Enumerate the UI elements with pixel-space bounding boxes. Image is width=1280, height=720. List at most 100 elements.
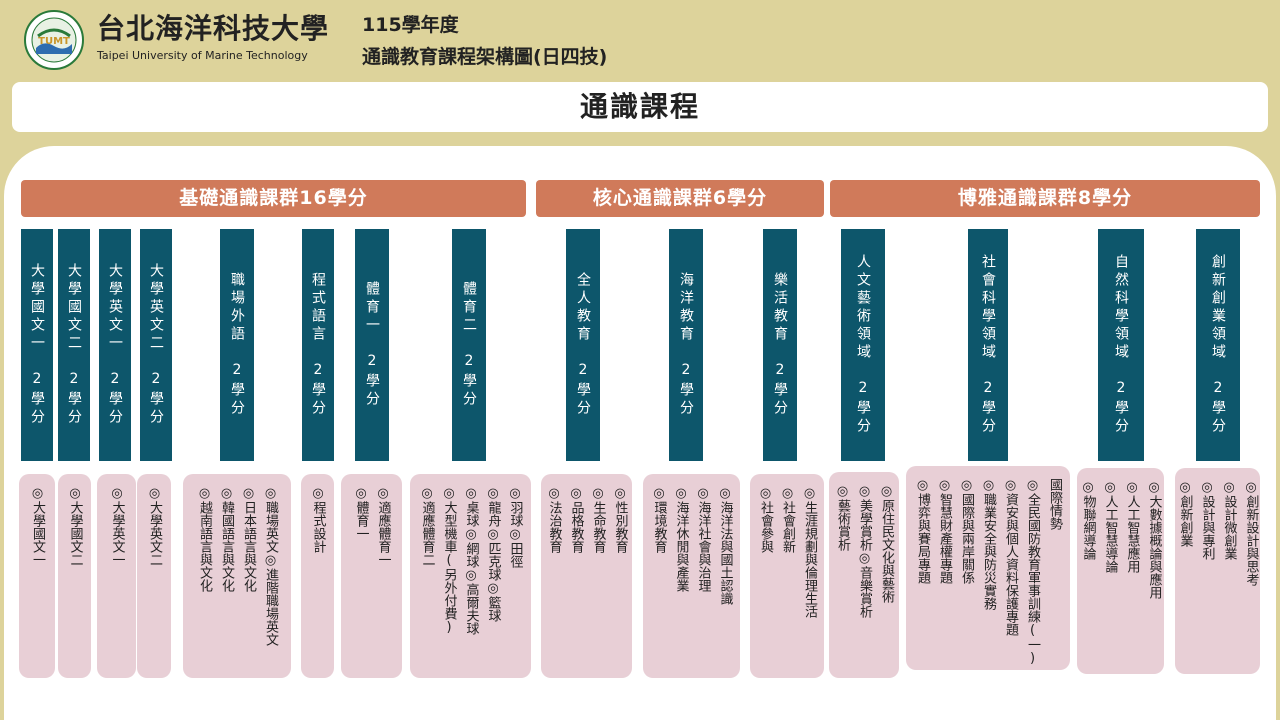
group-core: 核心通識課群6學分 bbox=[536, 180, 824, 217]
subject-item: ◎韓國語言與文化 bbox=[219, 486, 234, 592]
course-header: 創新創業領域 2學分 bbox=[1196, 229, 1240, 461]
subject-item: ◎設計微創業 bbox=[1221, 480, 1237, 560]
course-name: 體育一 2學分 bbox=[364, 281, 380, 409]
subject-list: ◎大學英文二 bbox=[137, 474, 171, 678]
subject-item: ◎大數據概論與應用 bbox=[1146, 480, 1162, 599]
subject-item: ◎桌球◎網球◎高爾夫球 bbox=[463, 486, 479, 635]
subject-item: ◎美學賞析◎音樂賞析 bbox=[857, 484, 872, 618]
subject-list: ◎大學國文一 bbox=[19, 474, 55, 678]
subject-list: ◎創新設計與思考 ◎設計微創業 ◎設計與專利 ◎創新創業 bbox=[1175, 468, 1260, 674]
course-header: 大學英文二 2學分 bbox=[140, 229, 172, 461]
subject-item: ◎適應體育一 bbox=[375, 486, 391, 566]
academic-year: 115學年度 bbox=[362, 14, 459, 36]
course-name: 創新創業領域 2學分 bbox=[1210, 254, 1226, 436]
subject-item: ◎體育一 bbox=[353, 486, 369, 540]
course-header: 大學英文一 2學分 bbox=[99, 229, 131, 461]
subject-list: ◎海洋法與國土認識 ◎海洋社會與治理 ◎海洋休閒與產業 ◎環境教育 bbox=[643, 474, 740, 678]
course-name: 大學英文一 2學分 bbox=[107, 263, 123, 427]
subject-item: ◎資安與個人資料保護專題 bbox=[1003, 478, 1018, 636]
subject-list: ◎適應體育一 ◎體育一 bbox=[341, 474, 402, 678]
subject-list: ◎大學國文二 bbox=[58, 474, 91, 678]
subject-item: ◎生命教育 bbox=[590, 486, 606, 553]
course-header: 體育一 2學分 bbox=[355, 229, 389, 461]
subject-item: ◎社會創新 bbox=[780, 486, 795, 553]
page-subtitle: 通識教育課程架構圖(日四技) bbox=[362, 46, 608, 68]
subject-item: ◎藝術賞析 bbox=[835, 484, 850, 551]
subject-item: ◎程式設計 bbox=[310, 486, 326, 553]
subject-item: ◎日本語言與文化 bbox=[241, 486, 256, 592]
subject-item: ◎大學國文一 bbox=[30, 486, 45, 566]
course-header: 社會科學領域 2學分 bbox=[968, 229, 1008, 461]
subject-list: ◎程式設計 bbox=[301, 474, 334, 678]
course-header: 海洋教育 2學分 bbox=[669, 229, 703, 461]
page-title: 通識課程 bbox=[12, 82, 1268, 132]
group-basic: 基礎通識課群16學分 bbox=[21, 180, 526, 217]
subject-item: ◎大學國文二 bbox=[67, 486, 83, 566]
subject-item: ◎原住民文化與藝術 bbox=[879, 484, 894, 603]
subject-item: ◎越南語言與文化 bbox=[197, 486, 212, 592]
course-header: 職場外語 2學分 bbox=[220, 229, 254, 461]
logo-text: TUMT bbox=[38, 36, 70, 47]
university-logo-icon: TUMT bbox=[24, 10, 84, 70]
subject-item: ◎環境教育 bbox=[651, 486, 667, 553]
course-name: 人文藝術領域 2學分 bbox=[855, 254, 871, 436]
subject-list: ◎職場英文◎進階職場英文 ◎日本語言與文化 ◎韓國語言與文化 ◎越南語言與文化 bbox=[183, 474, 291, 678]
course-header: 程式語言 2學分 bbox=[302, 229, 334, 461]
course-name: 社會科學領域 2學分 bbox=[980, 254, 996, 436]
subject-item: ◎品格教育 bbox=[568, 486, 584, 553]
subject-list: ◎原住民文化與藝術 ◎美學賞析◎音樂賞析 ◎藝術賞析 bbox=[829, 472, 899, 678]
subject-item: ◎羽球◎田徑 bbox=[507, 486, 523, 568]
subject-item: ◎人工智慧導論 bbox=[1102, 480, 1118, 573]
subject-item: ◎職場英文◎進階職場英文 bbox=[263, 486, 278, 646]
course-name: 大學國文二 2學分 bbox=[66, 263, 82, 427]
subject-list: ◎性別教育 ◎生命教育 ◎品格教育 ◎法治教育 bbox=[541, 474, 632, 678]
subject-item: ◎人工智慧應用 bbox=[1124, 480, 1140, 573]
subject-item: ◎生涯規劃與倫理生活 bbox=[802, 486, 817, 618]
subject-list: ◎大數據概論與應用 ◎人工智慧應用 ◎人工智慧導論 ◎物聯網導論 bbox=[1077, 468, 1164, 674]
subject-item: ◎社會參與 bbox=[758, 486, 773, 553]
subject-item: ◎海洋法與國土認識 bbox=[717, 486, 733, 605]
subject-item: ◎職業安全與防災實務 bbox=[981, 478, 996, 610]
course-header: 樂活教育 2學分 bbox=[763, 229, 797, 461]
subject-item: ◎物聯網導論 bbox=[1080, 480, 1096, 560]
course-header: 大學國文二 2學分 bbox=[58, 229, 90, 461]
subject-item: ◎海洋休閒與產業 bbox=[673, 486, 689, 592]
course-name: 自然科學領域 2學分 bbox=[1113, 254, 1129, 436]
course-name: 體育二 2學分 bbox=[461, 281, 477, 409]
subject-item: ◎大學英文一 bbox=[109, 486, 125, 566]
course-header: 大學國文一 2學分 bbox=[21, 229, 53, 461]
subject-list: ◎生涯規劃與倫理生活 ◎社會創新 ◎社會參與 bbox=[750, 474, 824, 678]
university-name: 台北海洋科技大學 bbox=[97, 12, 330, 45]
subject-item: ◎海洋社會與治理 bbox=[695, 486, 711, 592]
course-name: 程式語言 2學分 bbox=[310, 272, 326, 418]
subject-item: ◎大學英文二 bbox=[147, 486, 162, 566]
subject-list: ◎大學英文一 bbox=[97, 474, 136, 678]
course-header: 自然科學領域 2學分 bbox=[1098, 229, 1144, 461]
university-name-en: Taipei University of Marine Technology bbox=[97, 49, 308, 62]
subject-item: ◎大型機車(另外付費) bbox=[441, 486, 457, 635]
subject-item: ◎龍舟◎匹克球◎籃球 bbox=[485, 486, 501, 622]
subject-item: ◎全民國防教育軍事訓練(一) bbox=[1025, 478, 1040, 666]
subject-item: ◎創新創業 bbox=[1177, 480, 1193, 547]
course-name: 職場外語 2學分 bbox=[229, 272, 245, 418]
course-name: 海洋教育 2學分 bbox=[678, 272, 694, 418]
subject-item: ◎智慧財產權專題 bbox=[937, 478, 952, 584]
subject-item: ◎法治教育 bbox=[546, 486, 562, 553]
subject-item: 國際情勢 bbox=[1047, 478, 1062, 530]
course-name: 全人教育 2學分 bbox=[575, 272, 591, 418]
subject-item: ◎性別教育 bbox=[612, 486, 628, 553]
group-liberal-arts: 博雅通識課群8學分 bbox=[830, 180, 1260, 217]
subject-item: ◎博弈與賽局專題 bbox=[915, 478, 930, 584]
header: TUMT 台北海洋科技大學 Taipei University of Marin… bbox=[0, 0, 1280, 80]
course-header: 人文藝術領域 2學分 bbox=[841, 229, 885, 461]
subject-item: ◎創新設計與思考 bbox=[1243, 480, 1259, 586]
subject-item: ◎國際與兩岸關係 bbox=[959, 478, 974, 584]
subject-item: ◎適應體育二 bbox=[419, 486, 435, 566]
subject-list: 國際情勢 ◎全民國防教育軍事訓練(一) ◎資安與個人資料保護專題 ◎職業安全與防災實務… bbox=[906, 466, 1070, 670]
subject-list: ◎羽球◎田徑 ◎龍舟◎匹克球◎籃球 ◎桌球◎網球◎高爾夫球 ◎大型機車(另外付費) ◎適… bbox=[410, 474, 531, 678]
course-name: 大學英文二 2學分 bbox=[148, 263, 164, 427]
subject-item: ◎設計與專利 bbox=[1199, 480, 1215, 560]
course-name: 樂活教育 2學分 bbox=[772, 272, 788, 418]
course-name: 大學國文一 2學分 bbox=[29, 263, 45, 427]
course-header: 體育二 2學分 bbox=[452, 229, 486, 461]
